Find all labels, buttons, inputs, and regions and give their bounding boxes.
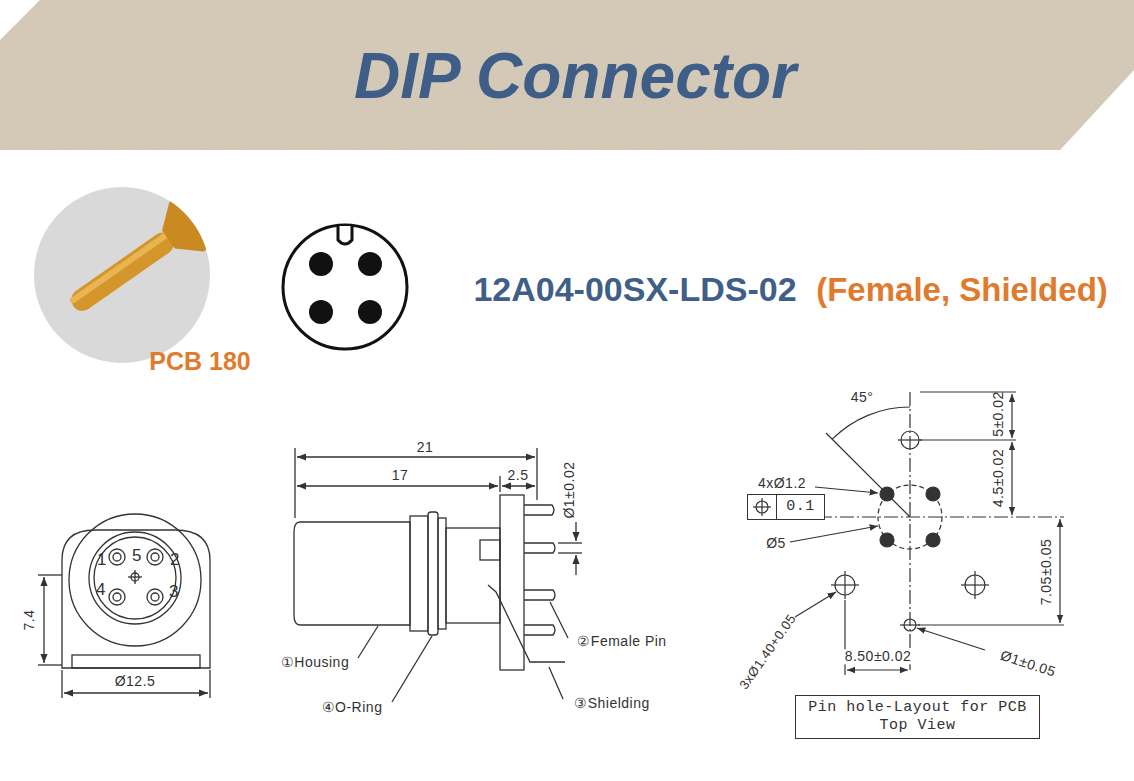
gold-pin bbox=[56, 185, 228, 331]
pin-number: 1 bbox=[97, 551, 107, 570]
hole-callout: Ø1±0.05 bbox=[998, 648, 1057, 680]
mount-type: PCB 180 bbox=[149, 348, 250, 376]
pin-number: 3 bbox=[169, 583, 179, 602]
pin-number: 5 bbox=[132, 547, 142, 566]
title-band bbox=[0, 0, 1134, 150]
hole-callout: 3xØ1.40+0.05 bbox=[737, 612, 799, 692]
pin-number: 4 bbox=[96, 581, 106, 600]
part-callout: ①Housing bbox=[281, 655, 349, 670]
part-variant: (Female, Shielded) bbox=[816, 272, 1108, 308]
part-callout: ④O-Ring bbox=[322, 700, 383, 715]
part-callout: ③Shielding bbox=[574, 696, 650, 711]
dimension: 17 bbox=[392, 468, 409, 483]
dimension: Ø1±0.02 bbox=[562, 461, 577, 518]
pin-number: 2 bbox=[170, 551, 180, 570]
dimension: Ø5 bbox=[766, 536, 786, 551]
connector-face bbox=[283, 225, 407, 349]
angle-dimension: 45° bbox=[851, 390, 874, 405]
dimension: Ø12.5 bbox=[113, 674, 158, 689]
dimension: 5±0.02 bbox=[991, 391, 1006, 437]
dimension: 7.05±0.05 bbox=[1039, 539, 1054, 606]
front-view bbox=[38, 514, 210, 698]
pcb-layout bbox=[790, 392, 1064, 675]
dimension: 2.5 bbox=[508, 468, 529, 483]
tolerance-frame: 0.1 bbox=[747, 494, 825, 520]
node-text: Pin hole-Layout for PCB Top View bbox=[796, 696, 1039, 738]
page-title: DIP Connector bbox=[354, 41, 796, 111]
dimension: 21 bbox=[417, 440, 434, 455]
part-callout: ②Female Pin bbox=[577, 634, 666, 649]
part-number: 12A04-00SX-LDS-02 bbox=[473, 271, 796, 308]
dimension: 8.50±0.02 bbox=[843, 649, 914, 664]
caption-box: Pin hole-Layout for PCB Top View bbox=[795, 695, 1040, 739]
node-text: 0.1 bbox=[777, 495, 824, 519]
dimension: 7.4 bbox=[22, 610, 37, 631]
hole-callout: 4xØ1.2 bbox=[758, 476, 806, 491]
position-symbol bbox=[748, 495, 777, 519]
dimension: 4.5±0.02 bbox=[991, 449, 1006, 507]
